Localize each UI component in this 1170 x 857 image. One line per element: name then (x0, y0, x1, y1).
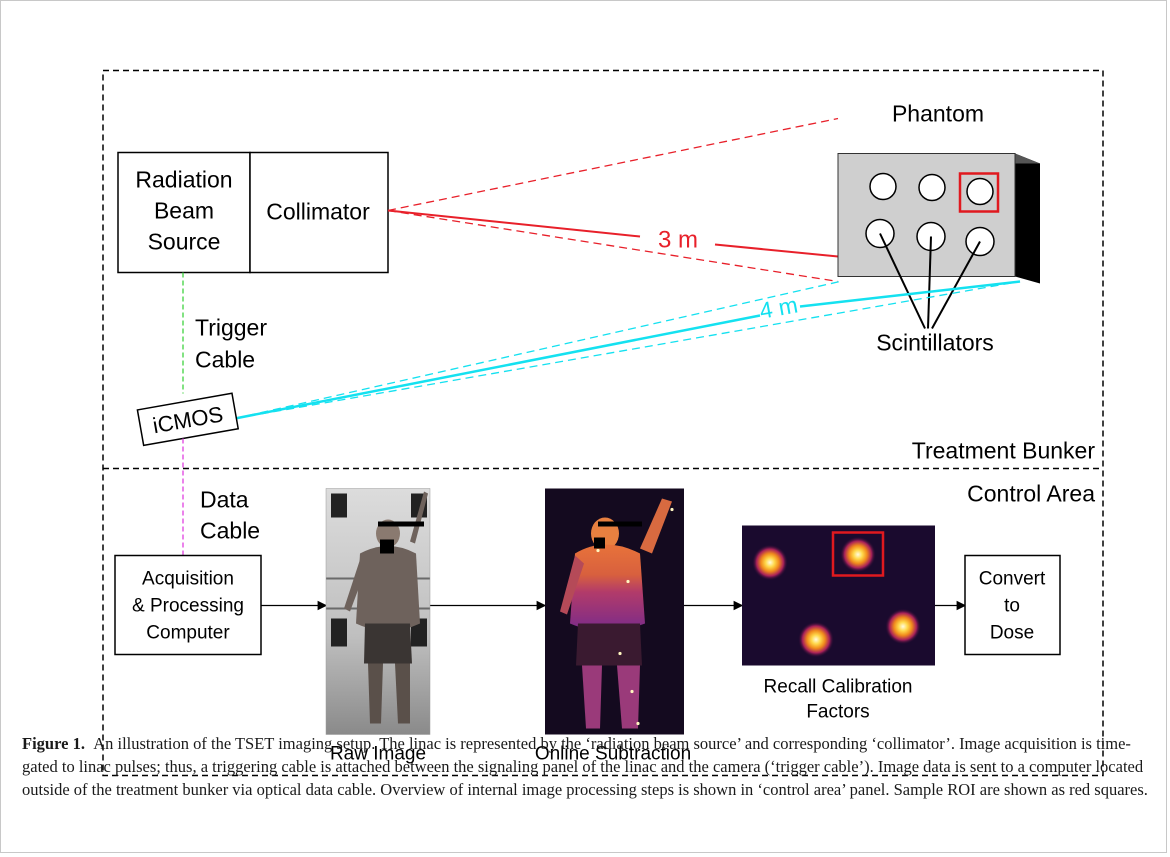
online-subtraction-label: Online Subtraction (535, 744, 691, 765)
phantom-roi-square (958, 172, 1000, 213)
icmos-camera: iCMOS (136, 392, 240, 447)
online-subtraction-image (545, 488, 684, 735)
control-area-label: Control Area (967, 481, 1095, 507)
acquisition-label-3: Computer (146, 623, 230, 644)
treatment-bunker-label: Treatment Bunker (912, 438, 1096, 464)
raw-image (325, 488, 431, 735)
collimator-box (249, 151, 389, 274)
collimator-label: Collimator (266, 199, 370, 225)
radiation-source-box (117, 151, 251, 274)
caption-text: An illustration of the TSET imaging setu… (22, 734, 1148, 799)
scintillators-label: Scintillators (876, 330, 994, 356)
phantom-label: Phantom (892, 101, 984, 127)
trigger-cable-label-2: Cable (195, 347, 255, 373)
red-beam (387, 117, 839, 283)
acquisition-label-1: Acquisition (142, 569, 234, 590)
figure-caption: Figure 1. An illustration of the TSET im… (22, 732, 1150, 801)
convert-dose-label-2: to (1004, 596, 1020, 617)
calibration-roi-square (831, 531, 885, 577)
data-cable-label-1: Data (200, 487, 249, 513)
diagram-outer-border (102, 69, 1104, 777)
distance-4m-label: 4 m (757, 291, 799, 323)
convert-dose-label-1: Convert (979, 569, 1046, 590)
acquisition-label-2: & Processing (132, 596, 244, 617)
cyan-beam (234, 280, 1021, 420)
recall-calibration-label-1: Recall Calibration (764, 677, 913, 698)
convert-dose-label-3: Dose (990, 623, 1034, 644)
calibration-image (742, 525, 935, 666)
data-cable-label-2: Cable (200, 518, 260, 544)
caption-label: Figure 1. (22, 734, 85, 753)
radiation-source-label-3: Source (148, 229, 221, 255)
raw-image-label: Raw Image (330, 744, 426, 765)
recall-calibration-label-2: Factors (806, 702, 869, 723)
phantom (837, 153, 1040, 284)
distance-3m-label: 3 m (658, 227, 698, 254)
convert-dose-box (964, 554, 1061, 656)
scintillator-leaders (879, 233, 981, 329)
radiation-source-label-2: Beam (154, 198, 214, 224)
radiation-source-label-1: Radiation (135, 167, 232, 193)
trigger-cable-label-1: Trigger (195, 315, 267, 341)
